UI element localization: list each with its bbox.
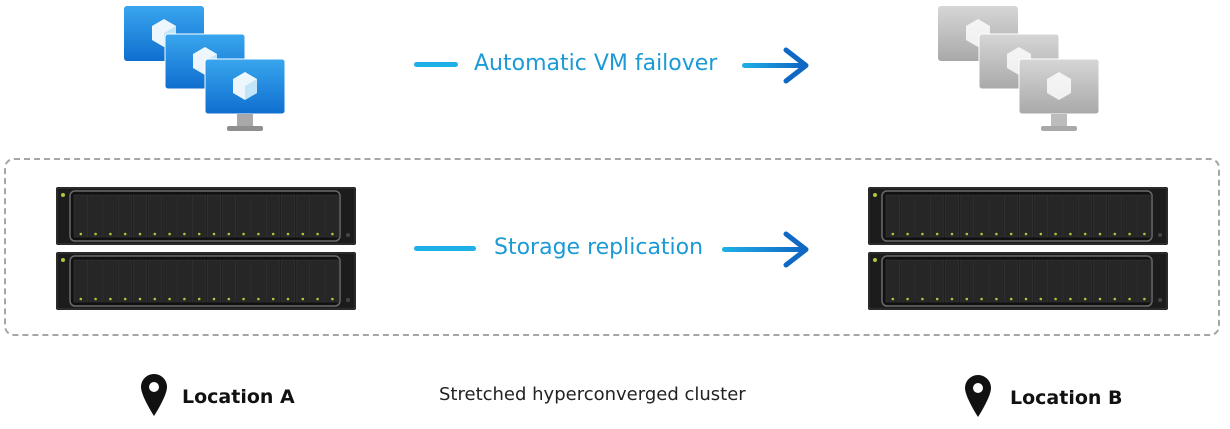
- location-a-label: Location A: [182, 386, 295, 408]
- vm-stack-b-icon: [938, 6, 1100, 131]
- stretched-cluster-boundary: [4, 158, 1220, 336]
- server-rack-a1-icon: [56, 187, 356, 245]
- server-rack-b2-icon: [868, 252, 1168, 310]
- vm-failover-line: [414, 62, 458, 67]
- location-b-label: Location B: [1010, 387, 1123, 409]
- vm-stack-a-icon: [124, 6, 286, 131]
- server-rack-b1-icon: [868, 187, 1168, 245]
- vm-failover-arrow-icon: [742, 47, 809, 84]
- storage-replication-arrow-icon: [722, 231, 809, 268]
- server-rack-a2-icon: [56, 252, 356, 310]
- cluster-label: Stretched hyperconverged cluster: [439, 384, 746, 405]
- location-b-map-pin-icon: [965, 375, 991, 417]
- storage-replication-label: Storage replication: [494, 235, 704, 260]
- vm-failover-label: Automatic VM failover: [474, 51, 718, 76]
- storage-replication-line: [414, 246, 476, 251]
- location-a-map-pin-icon: [141, 374, 167, 416]
